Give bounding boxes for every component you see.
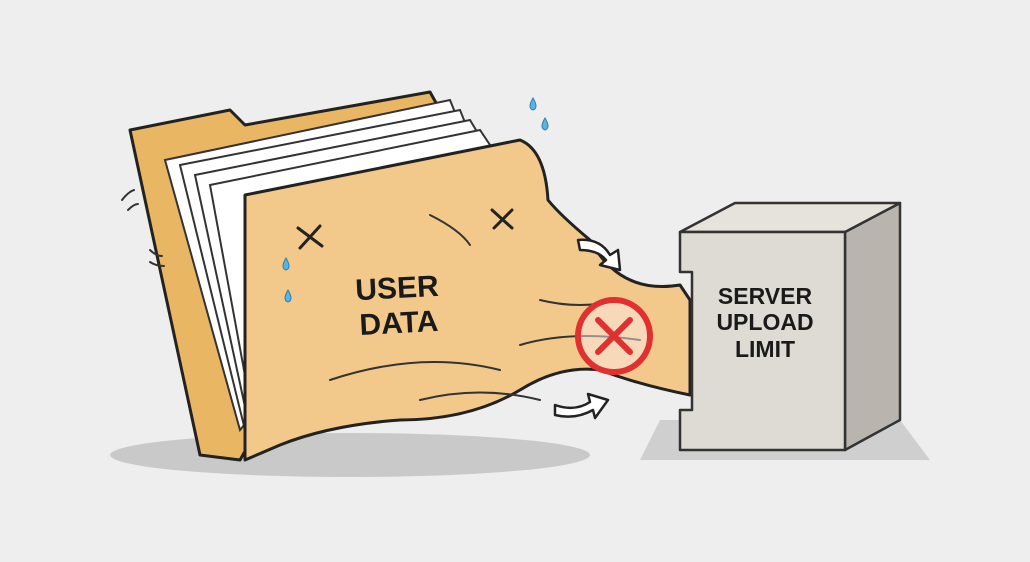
folder-front <box>243 138 692 462</box>
server-label-line2: UPLOAD <box>716 309 814 336</box>
folder-label: USER DATA <box>316 268 479 345</box>
error-x-circle-icon <box>575 297 653 375</box>
server-label-line3: LIMIT <box>734 335 796 362</box>
server-box <box>678 201 902 452</box>
arrow-icon <box>553 238 622 420</box>
folder-shadow <box>110 433 590 477</box>
server-label: SERVER UPLOAD LIMIT <box>690 283 840 362</box>
dizzy-eyes <box>296 208 514 250</box>
server-label-line1: SERVER <box>717 283 813 309</box>
strain-lines <box>121 189 165 267</box>
sweat-drop-icon <box>282 97 549 303</box>
